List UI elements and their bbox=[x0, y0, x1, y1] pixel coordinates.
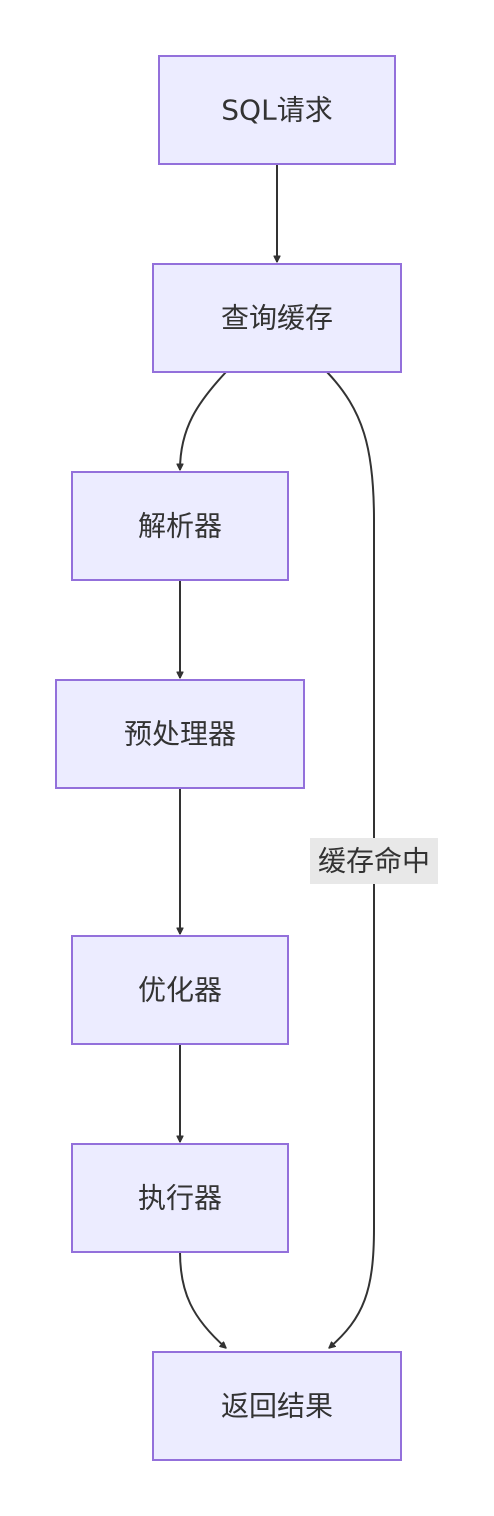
edges bbox=[179, 164, 375, 1348]
node-return-result-box bbox=[152, 1351, 402, 1461]
node-parser-box bbox=[71, 471, 289, 581]
edge-executor-to-return-result bbox=[179, 1251, 226, 1348]
edge-label-background bbox=[310, 838, 438, 884]
node-return-result-label: 返回结果 bbox=[221, 1390, 333, 1423]
node-optimizer-box bbox=[71, 935, 289, 1045]
node-sql-request: SQL请求 bbox=[158, 55, 396, 165]
node-return-result: 返回结果 bbox=[152, 1351, 402, 1461]
node-preprocessor-label: 预处理器 bbox=[124, 718, 236, 751]
edge-query-cache-to-parser bbox=[180, 371, 227, 470]
node-optimizer-label: 优化器 bbox=[138, 974, 222, 1007]
node-query-cache-label: 查询缓存 bbox=[221, 302, 333, 335]
node-parser: 解析器 bbox=[71, 471, 289, 581]
edge-label-cache-hit-text: 缓存命中 bbox=[318, 845, 430, 878]
node-sql-request-box bbox=[158, 55, 396, 165]
node-executor-box bbox=[71, 1143, 289, 1253]
edge-query-cache-to-return-result bbox=[326, 371, 375, 1348]
node-query-cache-box bbox=[152, 263, 402, 373]
node-executor-label: 执行器 bbox=[138, 1182, 222, 1215]
edge-label-cache-hit: 缓存命中 bbox=[310, 838, 438, 884]
node-executor: 执行器 bbox=[71, 1143, 289, 1253]
node-optimizer: 优化器 bbox=[71, 935, 289, 1045]
node-query-cache: 查询缓存 bbox=[152, 263, 402, 373]
node-parser-label: 解析器 bbox=[138, 510, 222, 543]
node-preprocessor-box bbox=[55, 679, 305, 789]
node-preprocessor: 预处理器 bbox=[55, 679, 305, 789]
node-sql-request-label: SQL请求 bbox=[221, 94, 332, 127]
